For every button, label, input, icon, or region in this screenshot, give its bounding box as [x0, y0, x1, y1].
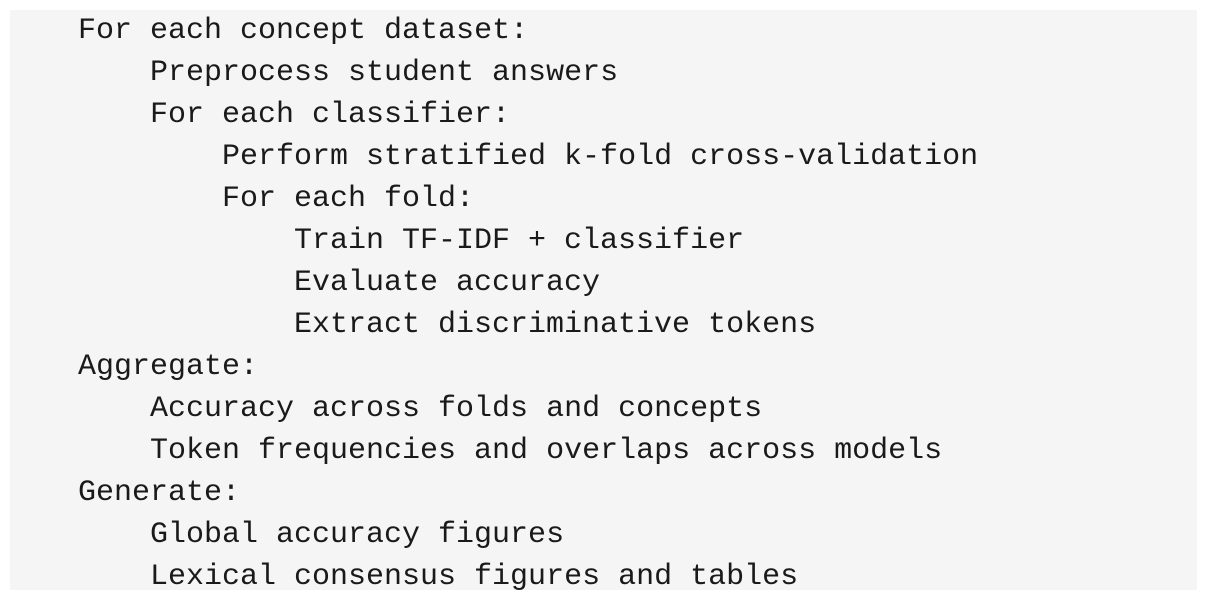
code-line: Lexical consensus figures and tables: [150, 560, 799, 590]
code-line: Preprocess student answers: [150, 56, 619, 90]
pseudocode-lines: For each concept dataset: Preprocess stu…: [10, 15, 978, 590]
code-line: For each fold:: [222, 182, 475, 216]
code-line: Accuracy across folds and concepts: [150, 392, 763, 426]
code-line: Aggregate:: [78, 350, 259, 384]
code-line: Generate:: [78, 476, 241, 510]
code-line: Global accuracy figures: [150, 518, 565, 552]
code-line: Evaluate accuracy: [294, 266, 601, 300]
code-line: Train TF-IDF + classifier: [294, 224, 745, 258]
pseudocode-block: For each concept dataset: Preprocess stu…: [10, 10, 1197, 590]
code-line: For each concept dataset:: [78, 14, 529, 48]
code-line: Perform stratified k-fold cross-validati…: [222, 140, 979, 174]
code-line: For each classifier:: [150, 98, 511, 132]
code-line: Token frequencies and overlaps across mo…: [150, 434, 943, 468]
code-line: Extract discriminative tokens: [294, 308, 817, 342]
